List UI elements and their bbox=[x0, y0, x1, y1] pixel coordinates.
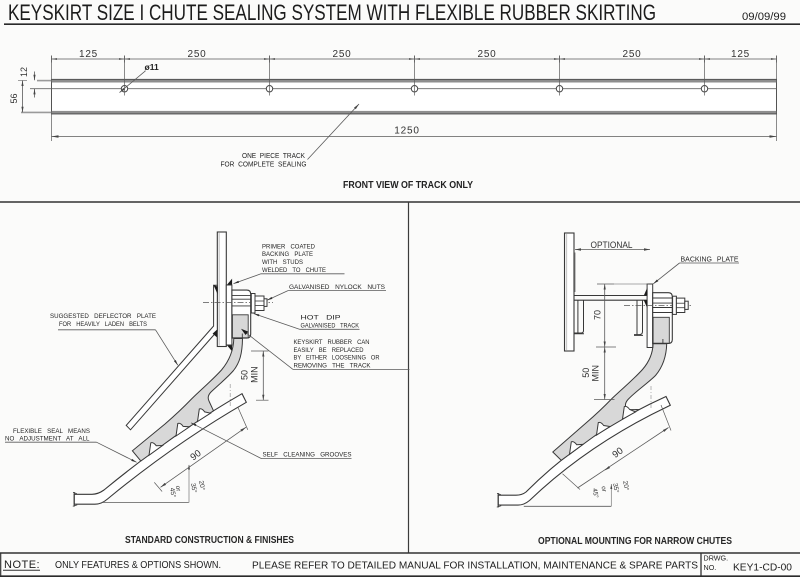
svg-text:NO ADJUSTMENT AT ALL: NO ADJUSTMENT AT ALL bbox=[5, 436, 90, 443]
svg-text:EASILY BE REPLACED: EASILY BE REPLACED bbox=[294, 347, 364, 354]
svg-text:70: 70 bbox=[592, 310, 602, 320]
svg-text:NO.: NO. bbox=[704, 563, 717, 572]
svg-text:FOR HEAVILY LADEN BELTS: FOR HEAVILY LADEN BELTS bbox=[59, 321, 147, 328]
svg-text:FLEXIBLE SEAL MEANS: FLEXIBLE SEAL MEANS bbox=[13, 428, 90, 435]
svg-text:BACKING PLATE: BACKING PLATE bbox=[681, 256, 739, 263]
svg-text:WITH STUDS: WITH STUDS bbox=[262, 259, 303, 266]
svg-text:MIN: MIN bbox=[250, 366, 260, 383]
svg-text:125: 125 bbox=[731, 49, 750, 60]
svg-text:12: 12 bbox=[19, 67, 29, 77]
svg-text:STANDARD CONSTRUCTION & FINISH: STANDARD CONSTRUCTION & FINISHES bbox=[125, 535, 294, 546]
svg-text:250: 250 bbox=[187, 49, 206, 60]
svg-text:NOTE:: NOTE: bbox=[4, 559, 40, 571]
svg-text:SELF CLEANING GROOVES: SELF CLEANING GROOVES bbox=[263, 452, 352, 459]
svg-text:OPTIONAL MOUNTING FOR NARROW C: OPTIONAL MOUNTING FOR NARROW CHUTES bbox=[538, 536, 732, 547]
svg-text:OPTIONAL: OPTIONAL bbox=[591, 240, 633, 250]
svg-text:FRONT VIEW OF TRACK ONLY: FRONT VIEW OF TRACK ONLY bbox=[343, 180, 473, 191]
svg-text:ONLY FEATURES & OPTIONS SHOWN.: ONLY FEATURES & OPTIONS SHOWN. bbox=[55, 560, 221, 571]
svg-text:FOR COMPLETE SEALING: FOR COMPLETE SEALING bbox=[221, 161, 307, 168]
svg-text:GALVANISED TRACK: GALVANISED TRACK bbox=[301, 322, 360, 329]
svg-text:250: 250 bbox=[622, 49, 641, 60]
svg-text:REMOVING THE TRACK: REMOVING THE TRACK bbox=[294, 363, 371, 370]
svg-text:56: 56 bbox=[9, 93, 19, 103]
svg-text:HOT DIP: HOT DIP bbox=[301, 315, 342, 322]
svg-text:ø11: ø11 bbox=[145, 62, 159, 72]
svg-text:PRIMER COATED: PRIMER COATED bbox=[262, 243, 315, 250]
svg-text:20°: 20° bbox=[197, 480, 207, 491]
svg-text:250: 250 bbox=[332, 49, 351, 60]
svg-text:45°: 45° bbox=[168, 487, 178, 498]
svg-text:50: 50 bbox=[581, 368, 591, 378]
svg-text:ONE PIECE TRACK: ONE PIECE TRACK bbox=[242, 153, 305, 160]
svg-text:125: 125 bbox=[79, 49, 98, 60]
svg-text:35°: 35° bbox=[611, 482, 621, 493]
svg-text:DRWG.: DRWG. bbox=[704, 554, 729, 563]
svg-text:KEY1-CD-00: KEY1-CD-00 bbox=[733, 562, 792, 574]
svg-text:or: or bbox=[600, 486, 608, 494]
svg-text:or: or bbox=[174, 485, 182, 493]
svg-text:45°: 45° bbox=[591, 488, 601, 499]
svg-text:WELDED TO CHUTE: WELDED TO CHUTE bbox=[262, 267, 326, 274]
svg-text:GALVANISED NYLOCK NUTS: GALVANISED NYLOCK NUTS bbox=[289, 284, 385, 291]
svg-text:90: 90 bbox=[610, 445, 625, 460]
svg-text:20°: 20° bbox=[621, 480, 631, 491]
svg-text:BY EITHER LOOSENING OR: BY EITHER LOOSENING OR bbox=[294, 355, 380, 362]
svg-text:PLEASE REFER TO DETAILED MANUA: PLEASE REFER TO DETAILED MANUAL FOR INST… bbox=[252, 561, 698, 572]
svg-text:90: 90 bbox=[188, 448, 203, 463]
svg-text:09/09/99: 09/09/99 bbox=[742, 11, 786, 23]
svg-text:KEYSKIRT SIZE I CHUTE SEALING: KEYSKIRT SIZE I CHUTE SEALING SYSTEM WIT… bbox=[8, 0, 656, 25]
svg-text:KEYSKIRT RUBBER CAN: KEYSKIRT RUBBER CAN bbox=[294, 339, 370, 346]
svg-text:35°: 35° bbox=[189, 482, 199, 493]
svg-text:BACKING PLATE: BACKING PLATE bbox=[262, 251, 313, 258]
svg-text:SUGGESTED DEFLECTOR PLATE: SUGGESTED DEFLECTOR PLATE bbox=[50, 313, 156, 320]
svg-text:MIN: MIN bbox=[591, 365, 601, 382]
svg-text:50: 50 bbox=[239, 370, 249, 380]
svg-text:1250: 1250 bbox=[394, 125, 419, 136]
svg-text:250: 250 bbox=[477, 49, 496, 60]
